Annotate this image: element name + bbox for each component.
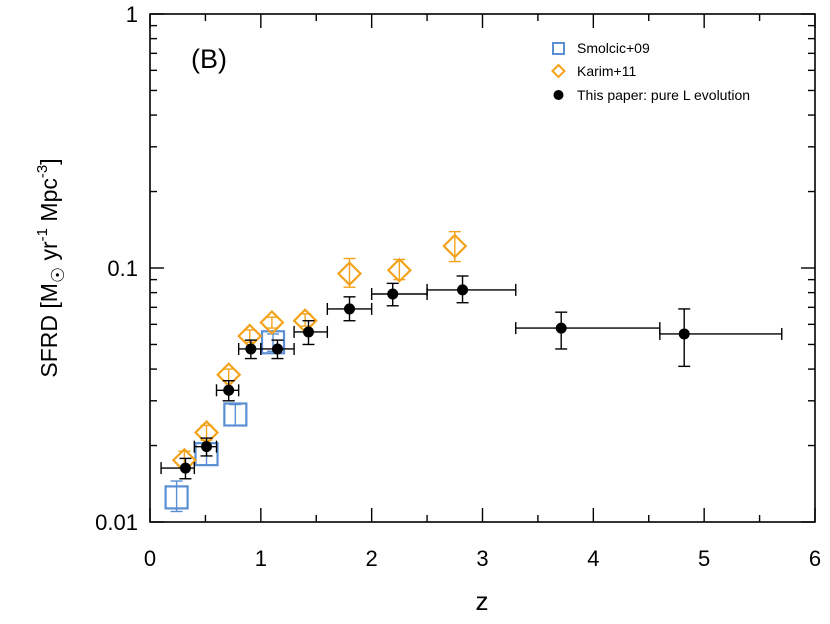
- circle-marker: [678, 328, 690, 340]
- diamond-marker: [259, 309, 285, 336]
- legend-label-karim: Karim+11: [577, 63, 636, 79]
- circle-marker: [457, 284, 469, 296]
- legend-label-smolcic: Smolcic+09: [577, 40, 650, 56]
- circle-point: [370, 282, 428, 307]
- circle-point: [659, 308, 783, 368]
- circle-marker: [223, 384, 235, 396]
- diamond-point: [336, 257, 363, 288]
- x-axis-ticks: 0 1 2 3 4 5 6: [144, 14, 821, 571]
- circle-point: [237, 339, 262, 360]
- y-label-mid2: Mpc: [36, 178, 62, 228]
- square-point: [223, 402, 248, 427]
- circle-point: [193, 437, 218, 457]
- x-tick-label: 3: [476, 546, 488, 571]
- diamond-marker: [336, 261, 363, 287]
- circle-marker: [387, 288, 399, 300]
- data-marks: [160, 230, 783, 513]
- diamond-point: [386, 257, 412, 283]
- circle-marker: [201, 441, 213, 453]
- y-axis-ticks: 0.01 0.1 1: [95, 2, 815, 535]
- x-tick-label: 5: [698, 546, 710, 571]
- legend-marker-this-paper: [553, 90, 564, 100]
- circle-point: [260, 339, 295, 360]
- diamond-point: [259, 309, 285, 336]
- panel-label: (B): [191, 44, 227, 74]
- circle-marker: [344, 303, 355, 315]
- y-label-post: ]: [36, 158, 62, 164]
- square-marker: [164, 485, 189, 510]
- legend-label-this-paper: This paper: pure L evolution: [577, 87, 750, 103]
- circle-point: [326, 296, 373, 322]
- circle-marker: [179, 462, 191, 474]
- y-label-exp2: -3: [34, 165, 51, 178]
- legend-marker-karim: [551, 63, 566, 79]
- square-marker: [223, 402, 248, 427]
- diamond-point: [442, 230, 468, 263]
- x-tick-label: 6: [809, 546, 821, 571]
- legend: Smolcic+09 Karim+11 This paper: pure L e…: [551, 40, 750, 103]
- y-label-pre: SFRD [M: [36, 283, 62, 378]
- square-point: [164, 480, 189, 513]
- sun-symbol-icon: ☉: [48, 267, 68, 283]
- circle-marker: [555, 322, 567, 334]
- diamond-marker: [386, 257, 412, 283]
- circle-point: [215, 379, 240, 402]
- circle-marker: [271, 343, 283, 355]
- x-tick-label: 4: [587, 546, 599, 571]
- y-tick-label: 1: [126, 2, 138, 27]
- circle-point: [160, 457, 196, 480]
- circle-point: [515, 311, 661, 350]
- y-axis-label: SFRD [M☉ yr-1 Mpc-3]: [34, 158, 68, 377]
- circle-marker: [302, 326, 314, 338]
- legend-marker-smolcic: [552, 42, 565, 55]
- y-label-exp1: -1: [34, 228, 51, 241]
- x-axis-label: z: [476, 586, 489, 616]
- x-tick-label: 2: [366, 546, 378, 571]
- x-tick-label: 1: [255, 546, 267, 571]
- circle-marker: [245, 343, 257, 355]
- circle-point: [293, 320, 329, 346]
- x-tick-label: 0: [144, 546, 156, 571]
- y-tick-label: 0.1: [107, 256, 138, 281]
- circle-point: [426, 275, 517, 304]
- diamond-marker: [442, 233, 468, 259]
- y-tick-label: 0.01: [95, 510, 138, 535]
- y-label-mid1: yr: [36, 241, 62, 267]
